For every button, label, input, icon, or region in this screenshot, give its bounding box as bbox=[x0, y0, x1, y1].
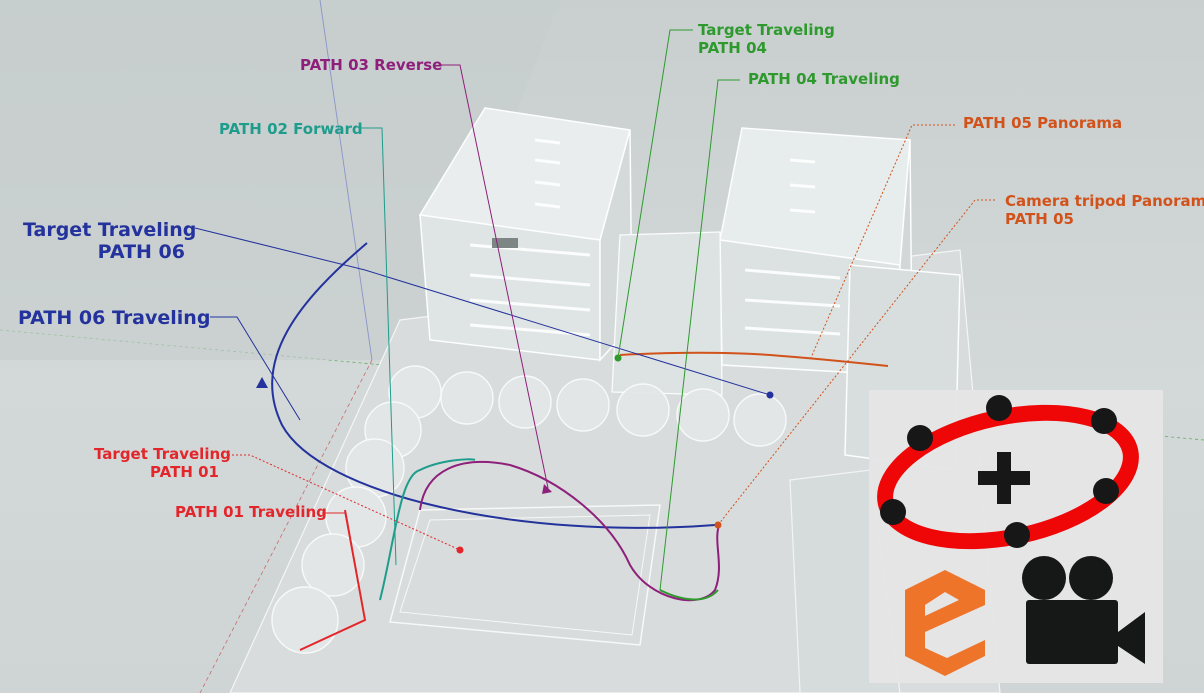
tree-row bbox=[271, 365, 787, 654]
plus-icon bbox=[978, 452, 1030, 504]
label-path05-panorama: PATH 05 Panorama bbox=[963, 114, 1123, 132]
path04-curve bbox=[659, 589, 719, 601]
label-path03-reverse: PATH 03 Reverse bbox=[300, 56, 443, 74]
label-path06-traveling: PATH 06 Traveling bbox=[18, 307, 211, 329]
lawn-rect-inner bbox=[399, 514, 651, 636]
path06-curve bbox=[271, 242, 716, 529]
path03-curve bbox=[419, 461, 721, 602]
label-path04-traveling: PATH 04 Traveling bbox=[748, 70, 900, 88]
camera-paths bbox=[271, 242, 889, 651]
path05-curve bbox=[619, 351, 889, 367]
label-path02-forward: PATH 02 Forward bbox=[219, 120, 363, 138]
plugin-logo-badge bbox=[869, 390, 1163, 683]
leader-lines bbox=[194, 29, 995, 621]
ground-plane-left bbox=[0, 0, 560, 360]
e-logo-icon bbox=[905, 570, 985, 676]
lawn-rect bbox=[389, 504, 661, 646]
road bbox=[611, 231, 723, 396]
movie-camera-icon bbox=[1022, 556, 1145, 664]
path-markers bbox=[256, 354, 774, 554]
orbit-ring-icon bbox=[877, 395, 1139, 550]
label-path01-traveling: PATH 01 Traveling bbox=[175, 503, 327, 521]
path02-curve bbox=[379, 458, 476, 601]
